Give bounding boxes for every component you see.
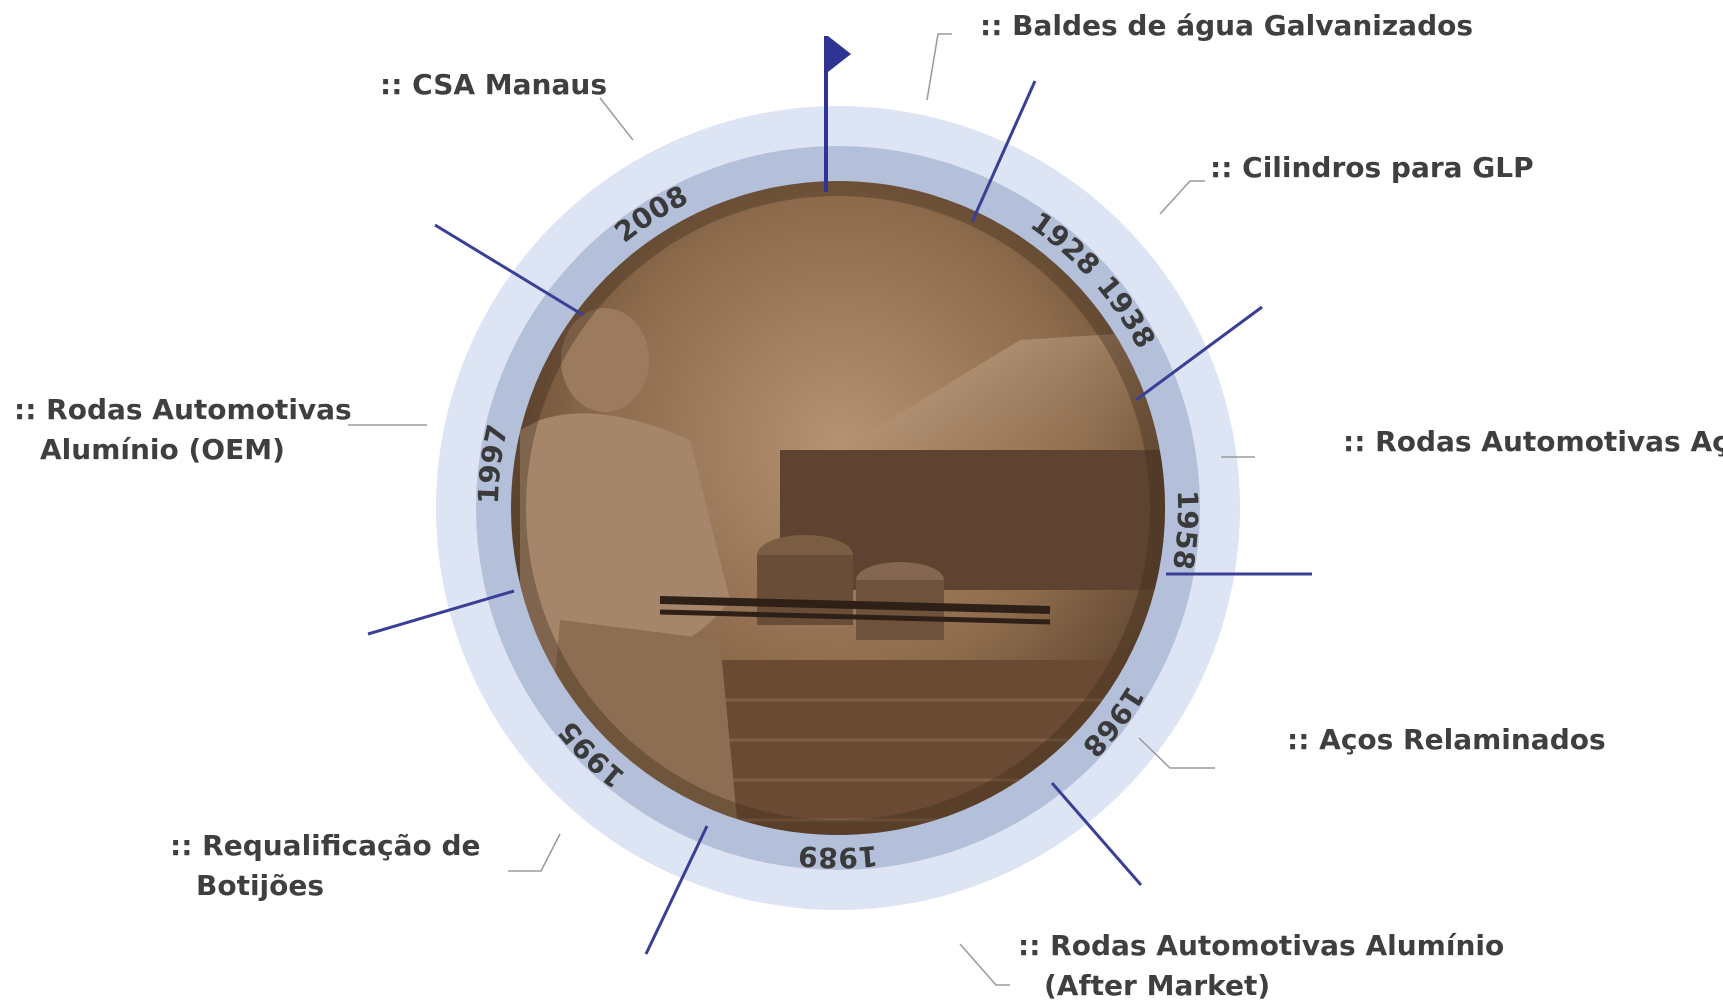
callout-cilindros: :: Cilindros para GLP	[1210, 151, 1534, 184]
ring-dividers	[367, 80, 1312, 955]
callout-requalificacao: :: Requalificação de Botijões	[170, 829, 481, 902]
callout-rodas-aco: :: Rodas Automotivas Aço	[1343, 425, 1723, 458]
callout-acos-relaminados: :: Aços Relaminados	[1287, 723, 1606, 756]
callout-rodas-aluminio-oem: :: Rodas Automotivas Alumínio (OEM)	[14, 393, 352, 466]
callout-csa-manaus: :: CSA Manaus	[380, 68, 607, 101]
callout-rodas-aluminio-aftermarket: :: Rodas Automotivas Alumínio (After Mar…	[1018, 929, 1505, 1002]
callout-baldes: :: Baldes de água Galvanizados	[980, 9, 1474, 42]
leader-lines	[348, 33, 1255, 986]
start-flag-icon	[824, 36, 851, 192]
